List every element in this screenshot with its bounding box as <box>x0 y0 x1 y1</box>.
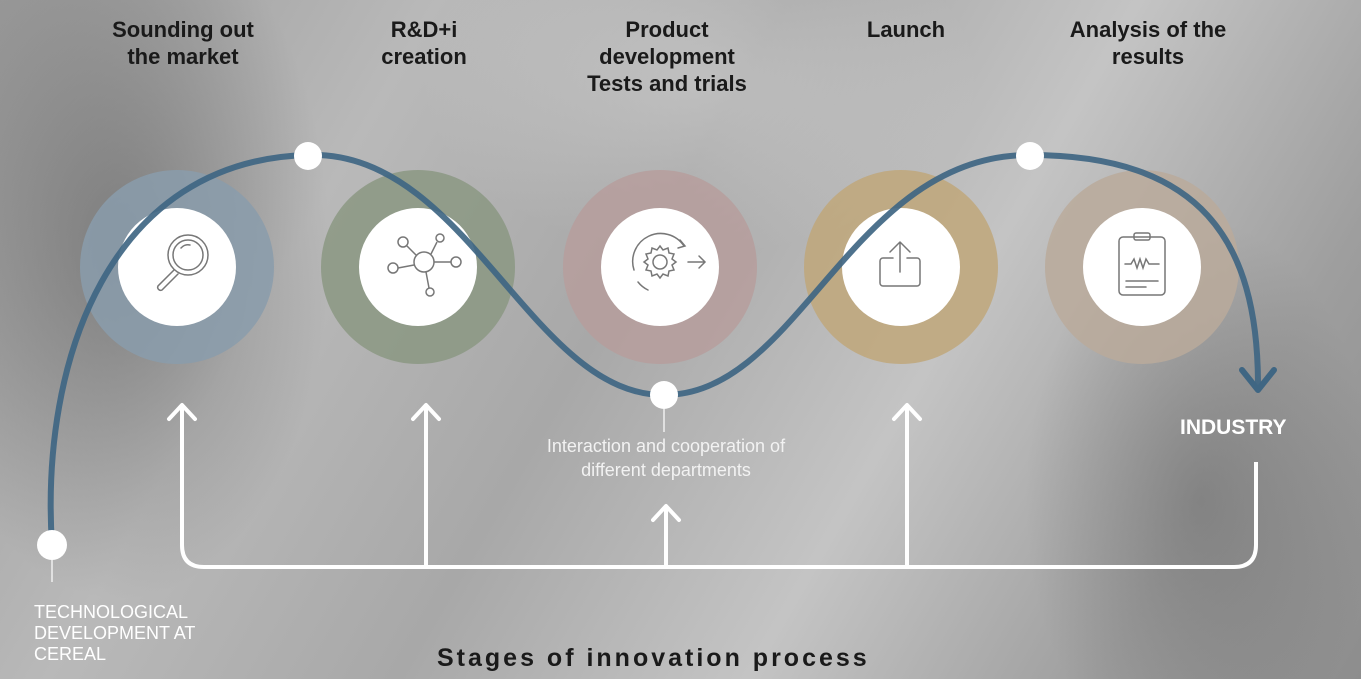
stage-circle-product <box>563 170 757 364</box>
arrow-up-interaction-icon <box>651 504 681 522</box>
stage-circle-rdi <box>321 170 515 364</box>
industry-label: INDUSTRY <box>1180 416 1287 439</box>
curve-node-start <box>37 530 67 560</box>
stage-circle-launch <box>804 170 998 364</box>
magnifier-icon <box>156 234 209 292</box>
origin-label: TECHNOLOGICAL DEVELOPMENT AT CEREAL <box>34 602 196 664</box>
industry-arrowhead <box>1239 367 1277 393</box>
footer-title: Stages of innovation process <box>437 644 870 672</box>
arrow-up-launch-icon <box>892 403 922 421</box>
interaction-label: Interaction and cooperation of different… <box>546 436 786 480</box>
arrow-up-sounding-icon <box>167 403 197 421</box>
gear-process-icon <box>631 232 707 291</box>
share-upload-icon <box>879 241 921 287</box>
clipboard-chart-icon <box>1118 232 1166 296</box>
curve-node-3 <box>1016 142 1044 170</box>
curve-node-2 <box>650 381 678 409</box>
stage-title-launch: Launch <box>866 17 946 42</box>
curve-node-1 <box>294 142 322 170</box>
arrow-up-rdi-icon <box>411 403 441 421</box>
stage-circle-sounding <box>80 170 274 364</box>
network-nodes-icon <box>387 233 462 297</box>
feedback-bracket <box>180 405 1258 569</box>
innovation-curve <box>47 151 1261 548</box>
